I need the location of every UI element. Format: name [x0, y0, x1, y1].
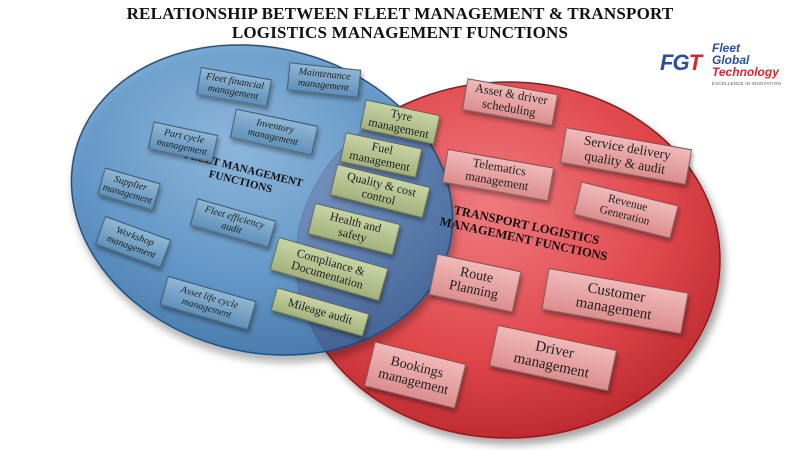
title-line-2: LOGISTICS MANAGEMENT FUNCTIONS — [231, 23, 569, 42]
title-line-1: RELATIONSHIP BETWEEN FLEET MANAGEMENT & … — [126, 4, 674, 23]
fgt-logo-name: Fleet Global Technology — [712, 41, 779, 79]
fgt-logo-tagline: EXCELLENCE IN INNOVATION — [712, 81, 781, 86]
diagram-title: RELATIONSHIP BETWEEN FLEET MANAGEMENT & … — [0, 4, 800, 42]
fgt-logo: FGT Fleet Global Technology EXCELLENCE I… — [660, 42, 790, 102]
fgt-logo-mark: FGT — [660, 50, 702, 75]
